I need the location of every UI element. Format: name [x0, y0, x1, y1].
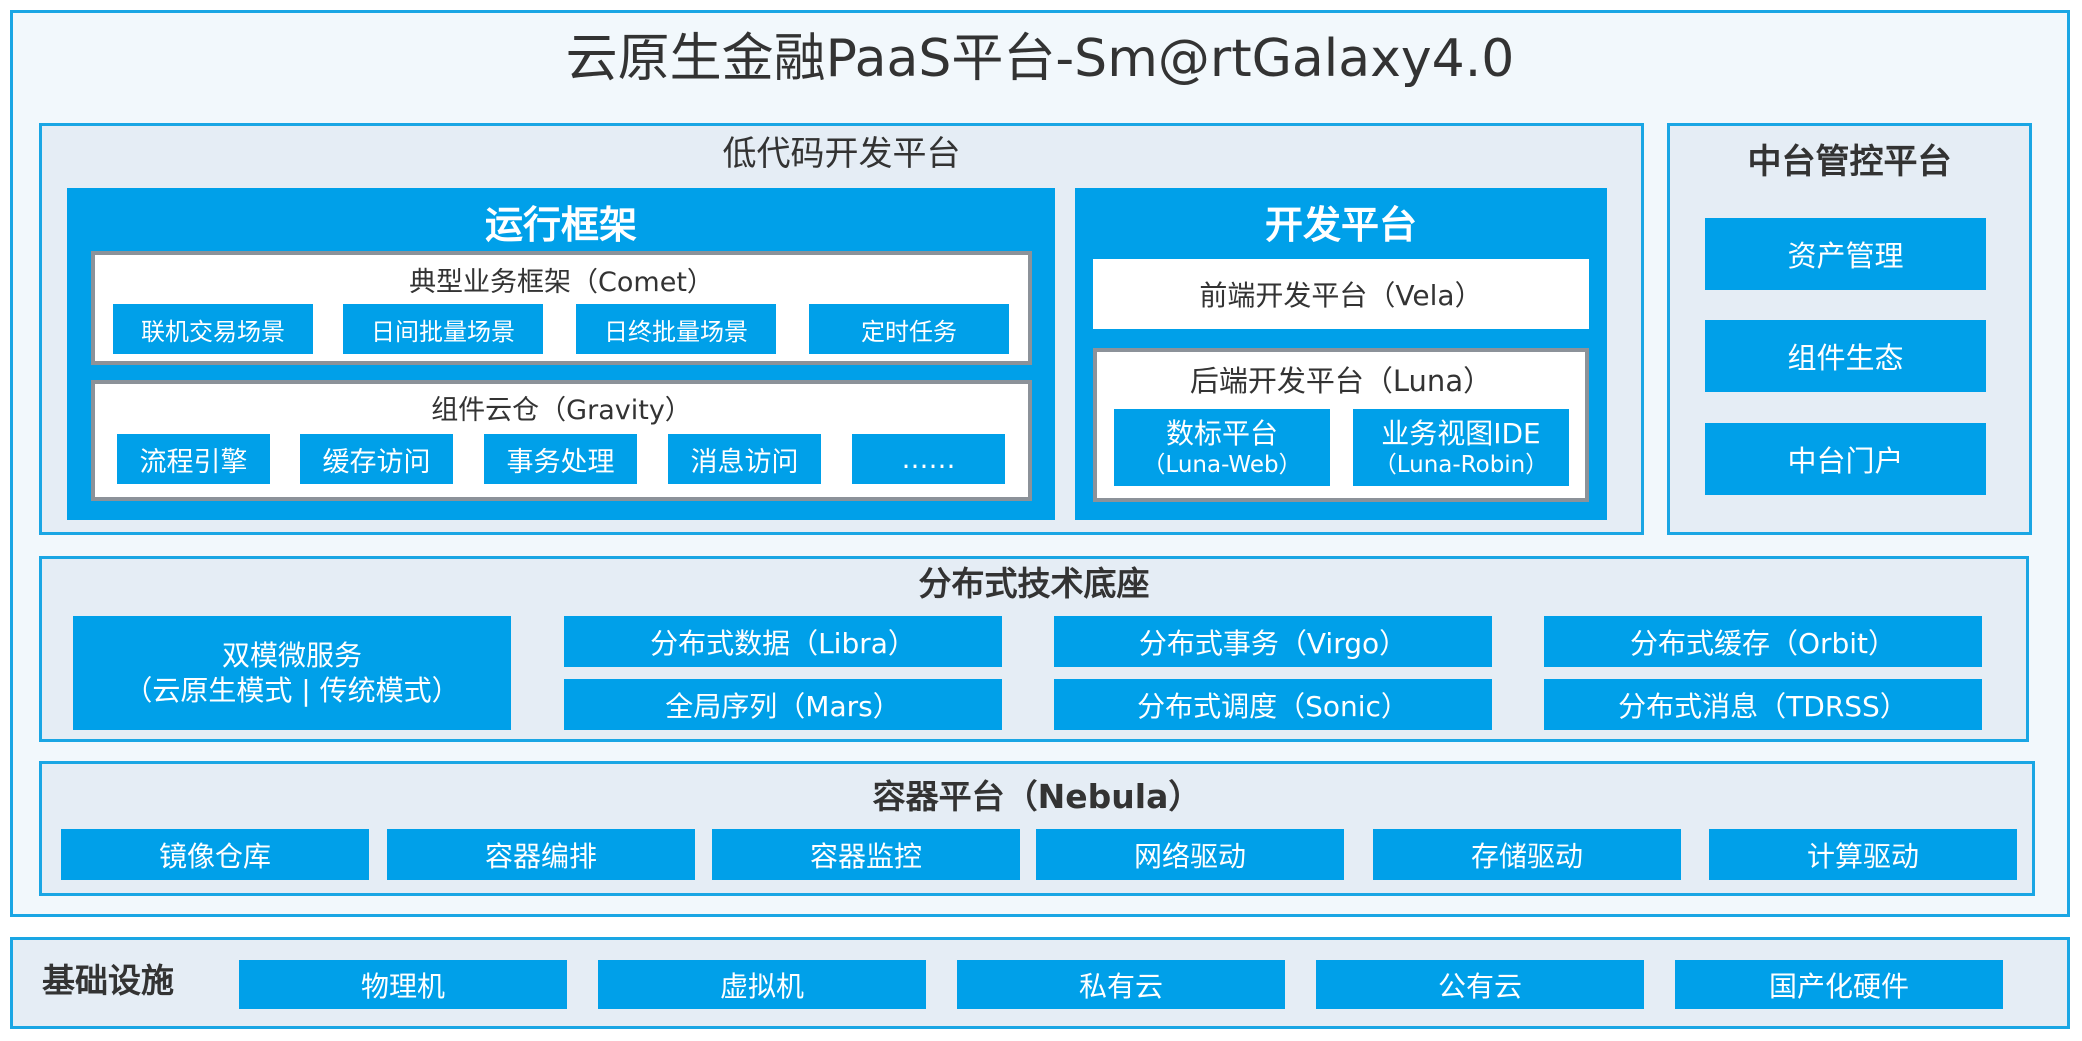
container-item: 存储驱动	[1373, 829, 1681, 880]
dev-platform-title: 开发平台	[1264, 203, 1417, 247]
infra-item: 国产化硬件	[1675, 960, 2003, 1009]
distributed-item: 分布式缓存（Orbit）	[1544, 616, 1982, 667]
runtime-title: 运行框架	[484, 203, 637, 247]
backend-item-sub: （Luna-Web）	[1142, 451, 1302, 478]
midplatform-item: 中台门户	[1705, 423, 1986, 495]
distributed-item: 分布式事务（Virgo）	[1054, 616, 1492, 667]
infra-item: 公有云	[1316, 960, 1644, 1009]
gravity-item: 流程引擎	[117, 434, 270, 484]
lowcode-title: 低代码开发平台	[722, 134, 961, 174]
distributed-item: 分布式数据（Libra）	[564, 616, 1002, 667]
backend-item-luna-robin: 业务视图IDE （Luna-Robin）	[1353, 409, 1569, 486]
distributed-item: 分布式消息（TDRSS）	[1544, 679, 1982, 730]
typical-item: 定时任务	[809, 304, 1009, 354]
gravity-item: 事务处理	[484, 434, 637, 484]
gravity-title: 组件云仓（Gravity）	[431, 395, 692, 426]
typical-item: 日终批量场景	[576, 304, 776, 354]
container-item: 容器编排	[387, 829, 695, 880]
backend-item-sub: （Luna-Robin）	[1373, 451, 1549, 478]
distributed-item: 分布式调度（Sonic）	[1054, 679, 1492, 730]
frontend-dev-platform: 前端开发平台（Vela）	[1093, 259, 1589, 329]
container-item: 计算驱动	[1709, 829, 2017, 880]
container-item: 容器监控	[712, 829, 1020, 880]
distributed-title: 分布式技术底座	[918, 564, 1150, 603]
infra-item: 虚拟机	[598, 960, 926, 1009]
container-item: 网络驱动	[1036, 829, 1344, 880]
gravity-item: 消息访问	[668, 434, 821, 484]
container-item: 镜像仓库	[61, 829, 369, 880]
backend-dev-title: 后端开发平台（Luna）	[1189, 364, 1493, 398]
container-title: 容器平台（Nebula）	[872, 777, 1202, 816]
backend-item-luna-web: 数标平台 （Luna-Web）	[1114, 409, 1330, 486]
distributed-item: 全局序列（Mars）	[564, 679, 1002, 730]
typical-item: 联机交易场景	[113, 304, 313, 354]
dual-mode-line2: （云原生模式 | 传统模式）	[124, 674, 460, 707]
typical-framework-title: 典型业务框架（Comet）	[409, 267, 714, 298]
midplatform-item: 组件生态	[1705, 320, 1986, 392]
midplatform-title: 中台管控平台	[1747, 142, 1952, 182]
page-title: 云原生金融PaaS平台-Sm@rtGalaxy4.0	[565, 29, 1515, 89]
infra-item: 私有云	[957, 960, 1285, 1009]
midplatform-item: 资产管理	[1705, 218, 1986, 290]
infra-title: 基础设施	[42, 961, 174, 1000]
backend-item-name: 业务视图IDE	[1381, 416, 1541, 450]
backend-item-name: 数标平台	[1165, 416, 1278, 450]
infra-item: 物理机	[239, 960, 567, 1009]
dual-mode-line1: 双模微服务	[221, 639, 362, 672]
gravity-item-more: ……	[852, 434, 1005, 484]
typical-item: 日间批量场景	[343, 304, 543, 354]
gravity-item: 缓存访问	[300, 434, 453, 484]
dual-mode-microservice: 双模微服务 （云原生模式 | 传统模式）	[73, 616, 511, 730]
